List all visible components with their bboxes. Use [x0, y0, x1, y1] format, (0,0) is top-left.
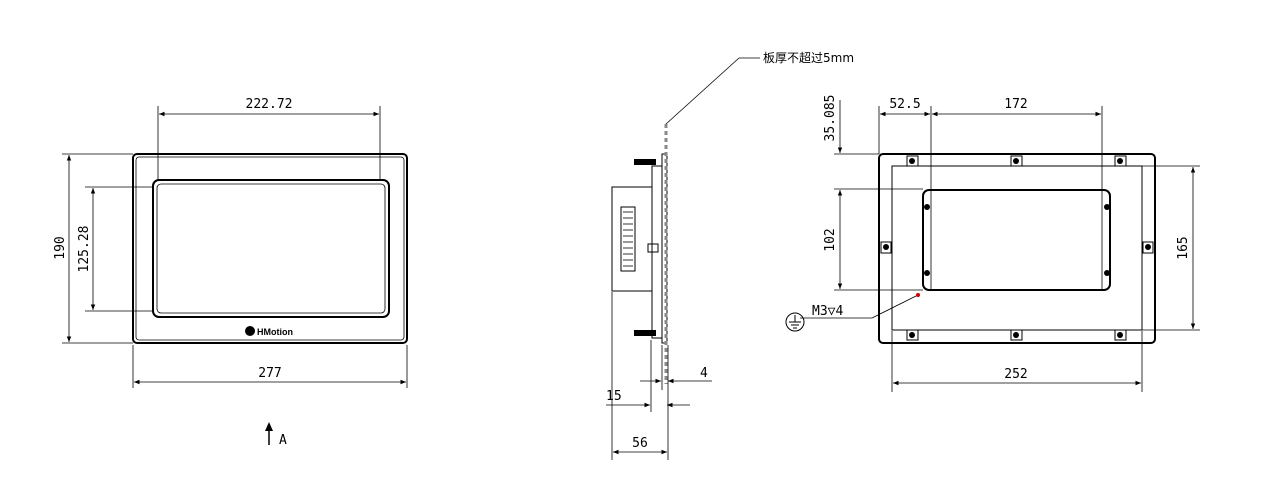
dim-rear-offset-x: 52.5	[889, 97, 920, 112]
screw-leader	[871, 294, 919, 319]
dim-front-height: 190	[53, 236, 68, 259]
dim-side-depth: 56	[632, 436, 648, 451]
arrow-up-icon	[265, 422, 273, 445]
note-leader	[665, 57, 740, 125]
logo-text: HMotion	[257, 327, 293, 337]
front-bezel-outer	[132, 153, 408, 344]
dim-rear-width: 252	[1004, 367, 1027, 382]
logo-mark-icon	[245, 326, 255, 336]
side-connector-ribs	[623, 211, 633, 267]
front-screen-inner	[156, 183, 386, 314]
dim-rear-height: 165	[1176, 236, 1191, 259]
rear-cutout	[922, 189, 1111, 291]
panel-thickness-note: 板厚不超过5mm	[763, 50, 854, 65]
dim-rear-hole-spacing-x: 172	[1004, 97, 1027, 112]
ground-icon	[785, 312, 805, 332]
dim-rear-offset-y: 35.085	[823, 95, 838, 142]
rear-view: 252 165 52.5 172 35.085 102 M3▽4	[785, 95, 1200, 392]
front-view: HMotion 277 222.72 190 125.28 A	[53, 97, 408, 448]
side-connector	[620, 206, 636, 272]
screw-note: M3▽4	[812, 304, 843, 319]
rear-mount-clips	[880, 155, 1154, 341]
dim-rear-hole-spacing-y: 102	[823, 228, 838, 251]
rear-screw-holes	[924, 204, 1110, 276]
view-marker-label: A	[279, 433, 287, 448]
dim-front-screen-width: 222.72	[246, 97, 293, 112]
dim-side-bezel: 15	[606, 389, 622, 404]
front-bezel-inner	[135, 156, 405, 341]
front-screen-outer	[152, 179, 390, 318]
dim-side-panel: 4	[700, 366, 708, 381]
dim-front-screen-height: 125.28	[77, 226, 92, 273]
side-clamps	[634, 159, 659, 336]
dim-front-width: 277	[258, 366, 281, 381]
rear-bezel-outer	[878, 153, 1156, 344]
side-rear-housing	[611, 186, 653, 292]
side-view: 板厚不超过5mm 56 15 4	[606, 50, 854, 460]
brand-logo: HMotion	[245, 326, 293, 337]
